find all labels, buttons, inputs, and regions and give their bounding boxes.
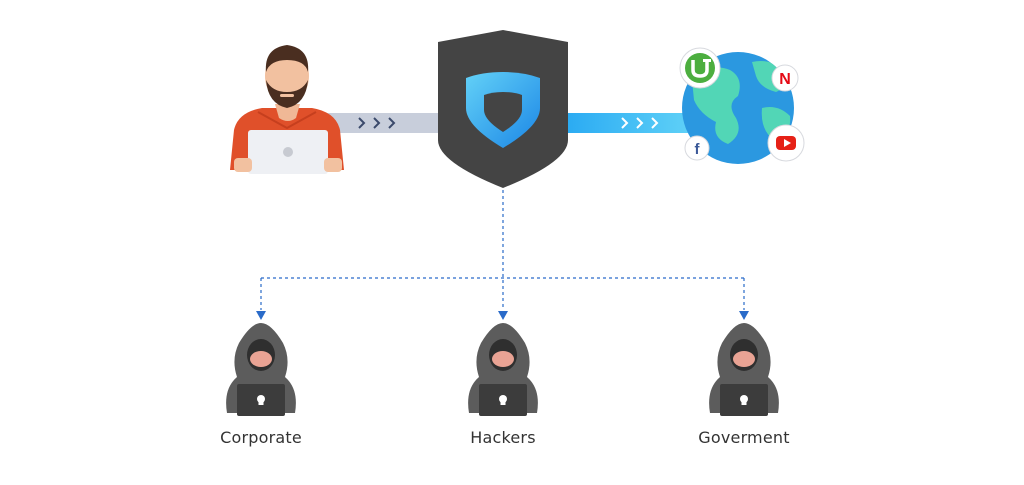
vpn-shield-icon — [438, 30, 568, 188]
internet-tunnel-chevrons — [621, 117, 659, 129]
youtube-icon — [767, 124, 805, 162]
hacker-icon — [468, 323, 538, 416]
leak-connector-lines — [260, 190, 745, 310]
svg-text:f: f — [695, 141, 701, 158]
hacker-icon — [709, 323, 779, 416]
target-label-goverment: Goverment — [698, 428, 790, 447]
svg-text:N: N — [779, 71, 791, 88]
netflix-icon: N — [771, 64, 799, 92]
internet-tunnel-pipe — [558, 113, 688, 133]
hacker-icon — [226, 323, 296, 416]
utorrent-icon — [679, 47, 721, 89]
target-label-corporate: Corporate — [220, 428, 302, 447]
user-laptop-icon — [230, 45, 344, 174]
leak-arrowheads — [256, 311, 749, 320]
target-label-hackers: Hackers — [470, 428, 536, 447]
client-tunnel-pipe — [318, 113, 448, 133]
client-tunnel-chevrons — [358, 117, 396, 129]
facebook-icon: f — [684, 135, 710, 161]
